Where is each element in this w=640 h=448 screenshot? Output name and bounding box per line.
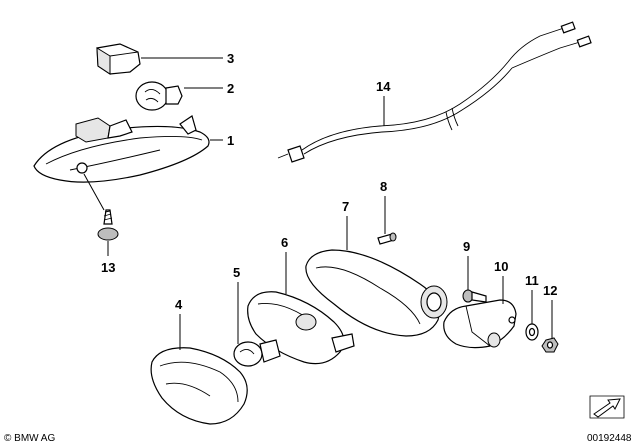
leader-13-upper — [83, 173, 105, 211]
holder-part-10[interactable] — [443, 299, 517, 349]
indicator-housing-part-7[interactable] — [305, 249, 448, 337]
nut-part-12[interactable] — [541, 337, 559, 353]
screw-part-9[interactable] — [462, 289, 487, 303]
callout-1[interactable]: 1 — [227, 133, 234, 148]
callout-12[interactable]: 12 — [543, 283, 557, 298]
lamp-housing-part-1[interactable] — [33, 115, 210, 183]
callout-14[interactable]: 14 — [376, 79, 391, 94]
callout-8[interactable]: 8 — [380, 179, 387, 194]
lens-part-4[interactable] — [150, 347, 248, 425]
washer-part-11[interactable] — [525, 323, 539, 341]
callout-10[interactable]: 10 — [494, 259, 508, 274]
callout-6[interactable]: 6 — [281, 235, 288, 250]
bulb-part-5[interactable] — [233, 339, 281, 367]
screw-part-8[interactable] — [377, 232, 397, 245]
screw-part-13[interactable] — [97, 209, 119, 241]
callout-3[interactable]: 3 — [227, 51, 234, 66]
callout-13[interactable]: 13 — [101, 260, 115, 275]
callout-2[interactable]: 2 — [227, 81, 234, 96]
callout-5[interactable]: 5 — [233, 265, 240, 280]
callout-4[interactable]: 4 — [175, 297, 183, 312]
bulb-part-2[interactable] — [135, 81, 183, 111]
document-number: 00192448 — [587, 433, 632, 444]
callout-9[interactable]: 9 — [463, 239, 470, 254]
wiring-harness-part-14[interactable] — [277, 21, 592, 163]
copyright-notice: © BMW AG — [4, 433, 55, 444]
callout-7[interactable]: 7 — [342, 199, 349, 214]
copyright-label: © BMW AG — [4, 433, 56, 444]
bulb-socket-part-3[interactable] — [96, 43, 141, 75]
orientation-arrow-icon — [589, 395, 625, 419]
callout-11[interactable]: 11 — [525, 273, 539, 288]
